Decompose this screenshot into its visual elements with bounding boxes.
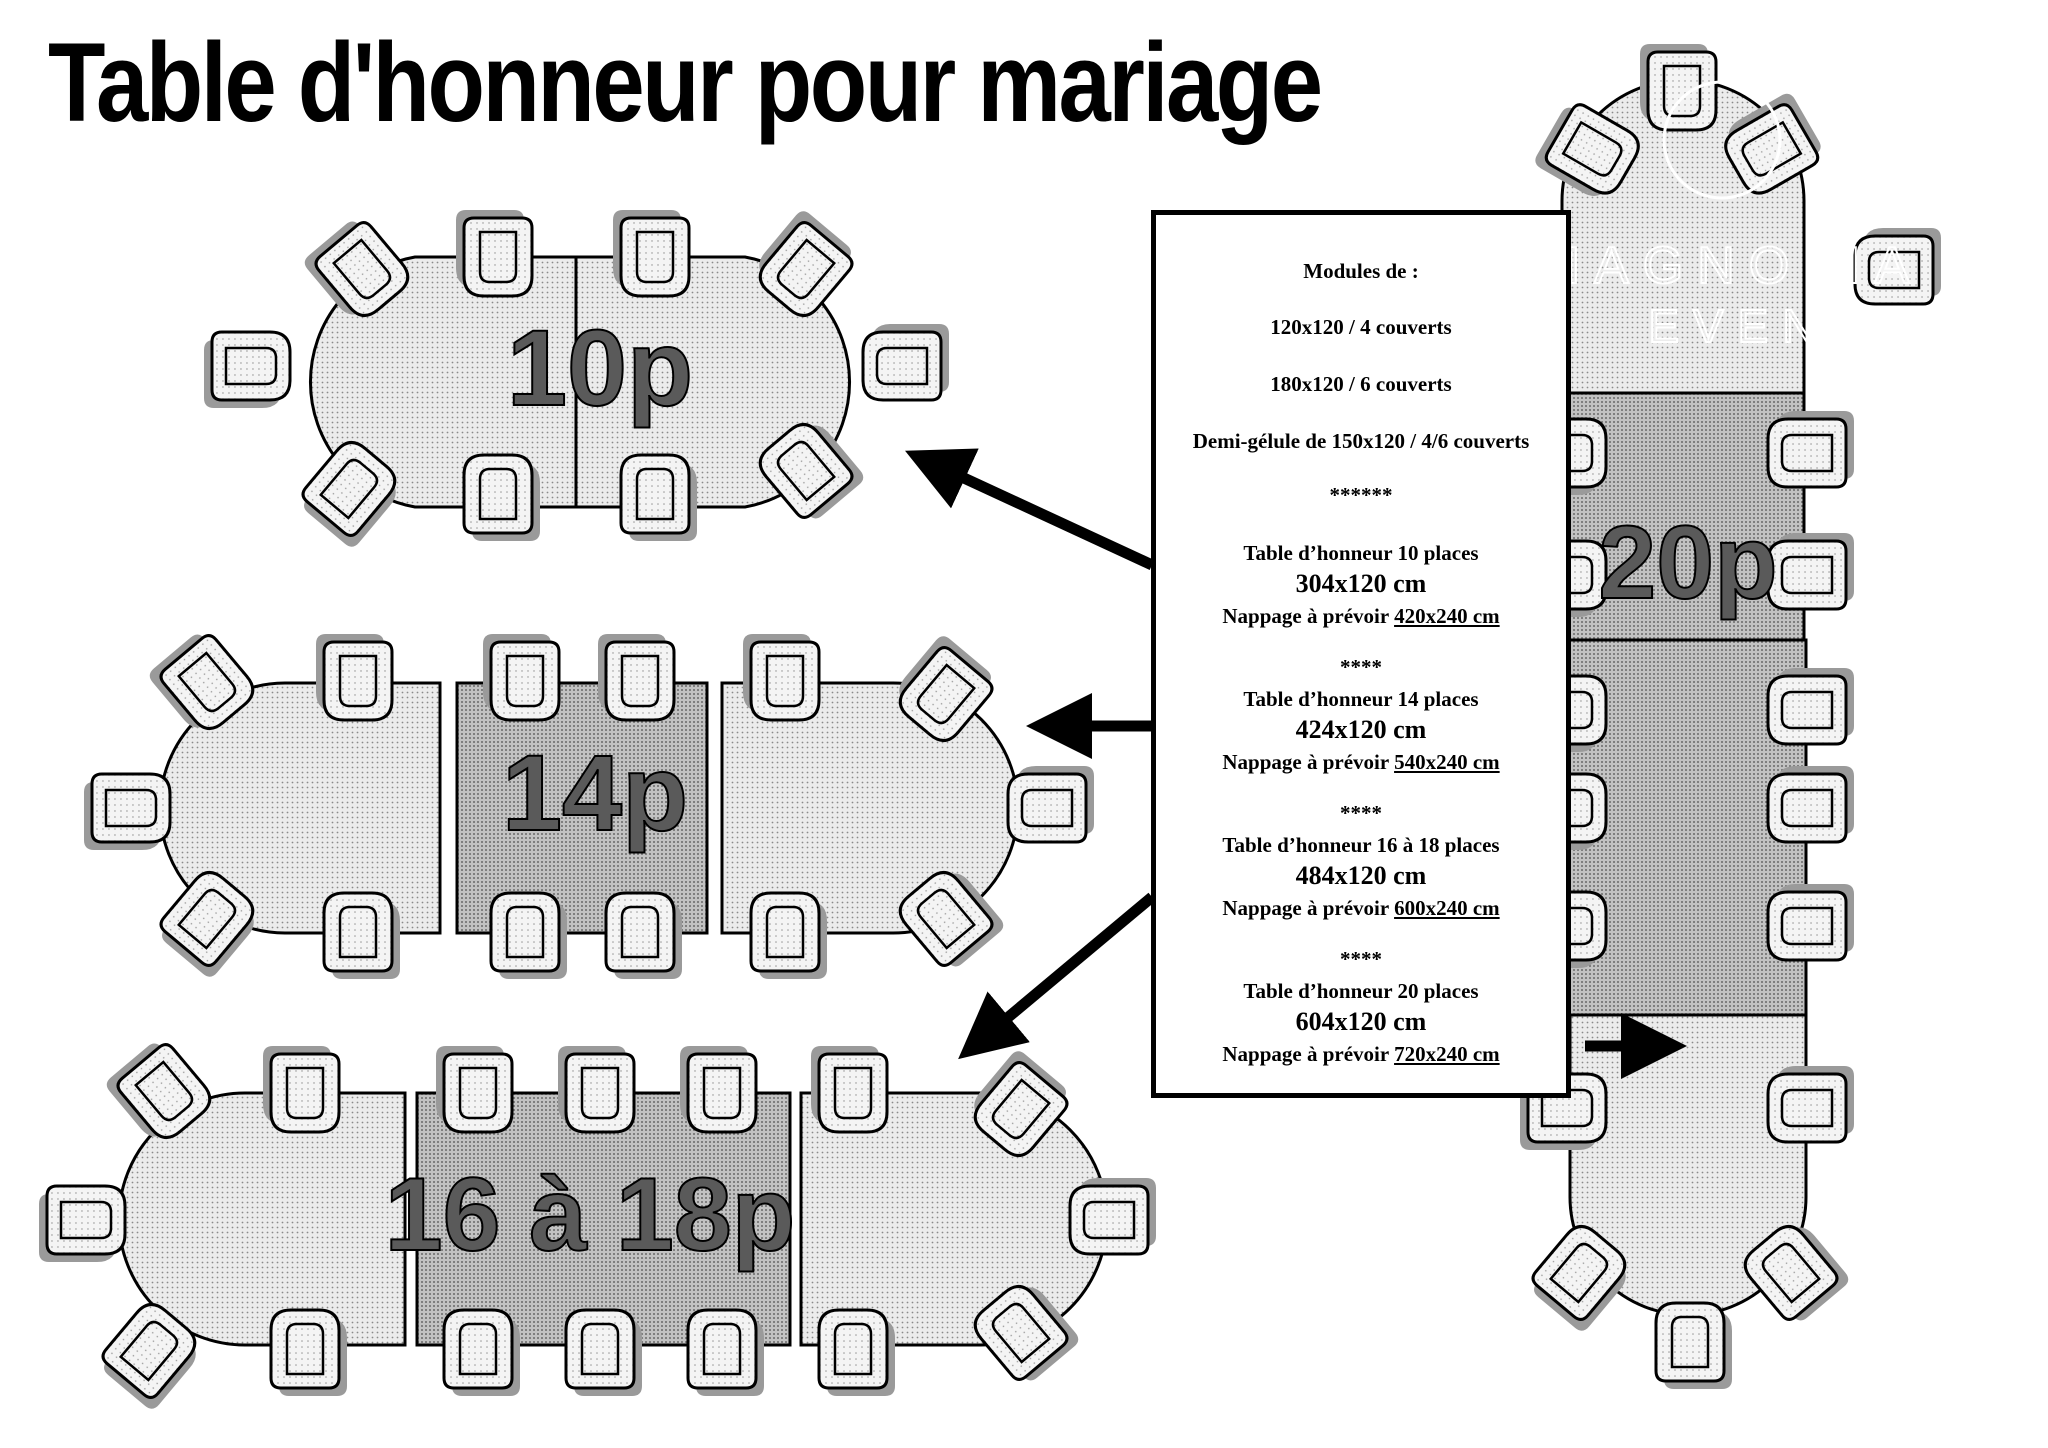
- entry-14-nappage: Nappage à prévoir 540x240 cm: [1156, 750, 1566, 775]
- chair-icon: [973, 1051, 1069, 1157]
- chair-icon: [456, 210, 534, 298]
- chair-icon: [1654, 1301, 1732, 1389]
- module-2: 180x120 / 6 couverts: [1270, 372, 1452, 396]
- chair-icon: [101, 1303, 197, 1409]
- chair-icon: [263, 1046, 341, 1134]
- entry-10-nappage-size: 420x240 cm: [1394, 604, 1500, 628]
- chair-icon: [489, 891, 567, 979]
- modules-heading: Modules de :: [1303, 259, 1419, 283]
- entry-14-size: 424x120 cm: [1295, 715, 1427, 744]
- chair-icon: [1520, 1072, 1608, 1150]
- table-label-16-18p: 16 à 18p: [385, 1157, 796, 1273]
- chair-icon: [1853, 228, 1941, 306]
- page-title: Table d'honneur pour mariage: [48, 20, 1323, 145]
- entry-20-title: Table d’honneur 20 places: [1243, 979, 1479, 1003]
- chair-icon: [680, 1046, 758, 1134]
- chair-icon: [204, 330, 292, 408]
- chair-icon: [1766, 533, 1854, 611]
- entry-20-size: 604x120 cm: [1295, 1007, 1427, 1036]
- table-label-14p: 14p: [502, 732, 688, 853]
- entry-14-title: Table d’honneur 14 places: [1243, 687, 1479, 711]
- module-1: 120x120 / 4 couverts: [1270, 315, 1452, 339]
- chair-icon: [436, 1046, 514, 1134]
- chair-icon: [686, 1308, 764, 1396]
- chair-icon: [898, 636, 994, 742]
- chair-icon: [619, 453, 697, 541]
- chair-icon: [811, 1046, 889, 1134]
- chair-icon: [973, 1285, 1079, 1381]
- entry-20-separator: ****: [1340, 947, 1382, 971]
- chair-icon: [613, 210, 691, 298]
- chair-icon: [1766, 884, 1854, 962]
- chair-icon: [483, 634, 561, 722]
- watermark-logo: MAGNOLIA EVENT: [1536, 80, 1924, 353]
- chair-icon: [749, 891, 827, 979]
- chair-icon: [1535, 103, 1640, 197]
- chair-icon: [316, 634, 394, 722]
- entry-10-nappage-label: Nappage à prévoir: [1222, 604, 1389, 628]
- chair-icon: [1766, 1066, 1854, 1144]
- chair-icon: [1766, 766, 1854, 844]
- chair-icon: [322, 891, 400, 979]
- chair-icon: [84, 772, 172, 850]
- chair-icon: [1766, 411, 1854, 489]
- module-3: Demi-gélule de 150x120 / 4/6 couverts: [1192, 429, 1530, 453]
- chair-icon: [1766, 668, 1854, 746]
- entry-14-nappage-label: Nappage à prévoir: [1222, 750, 1389, 774]
- entry-16-size: 484x120 cm: [1295, 861, 1427, 890]
- chair-icon: [861, 324, 949, 402]
- separator-main: ******: [1329, 483, 1393, 507]
- chair-icon: [1640, 44, 1718, 132]
- chair-icon: [1724, 93, 1821, 195]
- chair-icon: [462, 453, 540, 541]
- chair-icon: [304, 221, 410, 317]
- entry-16-nappage-label: Nappage à prévoir: [1222, 896, 1389, 920]
- chair-icon: [1006, 766, 1094, 844]
- table-label-20p: 20p: [1598, 505, 1777, 621]
- entry-16-nappage-size: 600x240 cm: [1394, 896, 1500, 920]
- table-14p-center-module: [455, 681, 709, 935]
- chair-icon: [558, 1046, 636, 1134]
- entry-14-nappage-size: 540x240 cm: [1394, 750, 1500, 774]
- chair-icon: [269, 1308, 347, 1396]
- arrow-to-10p: [905, 448, 1155, 570]
- chair-icon: [1068, 1178, 1156, 1256]
- chair-icon: [598, 634, 676, 722]
- chair-icon: [817, 1308, 895, 1396]
- chair-icon: [39, 1184, 127, 1262]
- entry-20-nappage-label: Nappage à prévoir: [1222, 1042, 1389, 1066]
- chair-icon: [743, 634, 821, 722]
- entry-14-separator: ****: [1340, 655, 1382, 679]
- table-label-10p: 10p: [507, 307, 693, 428]
- chair-icon: [1743, 1225, 1849, 1321]
- table-20p-module-2: [1566, 638, 1808, 1017]
- arrow-to-16-18p: [958, 892, 1156, 1060]
- chair-icon: [564, 1308, 642, 1396]
- chair-icon: [758, 211, 854, 317]
- chair-icon: [898, 871, 1004, 967]
- table-14p: [158, 681, 1020, 935]
- entry-10-nappage: Nappage à prévoir 420x240 cm: [1156, 604, 1566, 629]
- arrows: [905, 448, 1687, 1079]
- chair-icon: [1531, 1225, 1627, 1331]
- chair-icon: [106, 1043, 212, 1139]
- entry-16-separator: ****: [1340, 801, 1382, 825]
- chair-icon: [758, 423, 864, 519]
- chair-icon: [159, 871, 255, 977]
- watermark-line1: MAGNOLIA: [1537, 237, 1924, 295]
- entry-20-nappage-size: 720x240 cm: [1394, 1042, 1500, 1066]
- entry-10-size: 304x120 cm: [1295, 569, 1427, 598]
- entry-10-title: Table d’honneur 10 places: [1243, 541, 1479, 565]
- chairs-layer: [39, 44, 1941, 1409]
- entry-16-nappage: Nappage à prévoir 600x240 cm: [1156, 896, 1566, 921]
- chair-icon: [149, 634, 255, 730]
- chair-icon: [442, 1308, 520, 1396]
- entry-20-nappage: Nappage à prévoir 720x240 cm: [1156, 1042, 1566, 1067]
- chair-icon: [301, 441, 397, 547]
- entry-16-title: Table d’honneur 16 à 18 places: [1222, 833, 1500, 857]
- chair-icon: [604, 891, 682, 979]
- info-box: Modules de : 120x120 / 4 couverts 180x12…: [1151, 210, 1571, 1098]
- watermark-line2: EVENT: [1648, 300, 1871, 352]
